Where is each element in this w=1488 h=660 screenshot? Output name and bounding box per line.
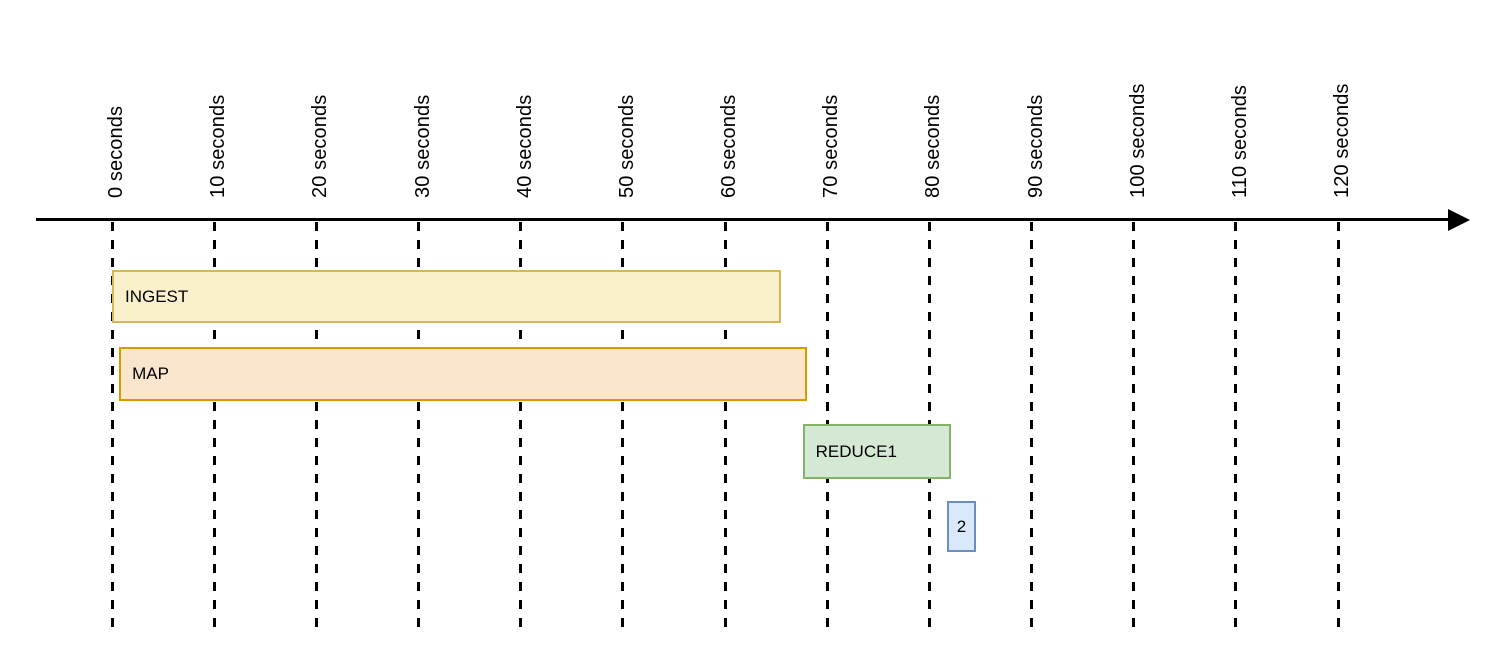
gridline [723, 222, 727, 628]
time-axis-arrow-icon [1448, 208, 1470, 231]
axis-tick-label: 100 seconds [1126, 83, 1149, 198]
task-bar-reduce1[interactable]: REDUCE1 [802, 424, 951, 479]
axis-tick-label: 20 seconds [309, 94, 332, 198]
axis-tick-label: 70 seconds [820, 94, 843, 198]
axis-tick-label: 110 seconds [1228, 84, 1251, 198]
gridline [110, 222, 114, 628]
axis-tick-label: 10 seconds [207, 94, 230, 198]
axis-tick-label: 60 seconds [718, 94, 741, 198]
axis-tick-label: 40 seconds [513, 94, 536, 198]
axis-tick-label: 30 seconds [411, 94, 434, 198]
axis-tick-label: 0 seconds [105, 105, 127, 198]
axis-tick-label: 90 seconds [1024, 94, 1047, 198]
task-bar-label: REDUCE1 [815, 441, 897, 461]
task-bar-ingest[interactable]: INGEST [112, 270, 782, 323]
axis-tick-label: 80 seconds [922, 94, 945, 198]
gridline [1336, 222, 1340, 628]
gridline [1030, 222, 1034, 628]
gridline [314, 222, 318, 628]
gridline [621, 222, 625, 628]
task-bar-label: 2 [956, 516, 967, 536]
gridline [417, 222, 420, 628]
axis-tick-label: 120 seconds [1331, 83, 1354, 198]
task-bar-label: INGEST [125, 286, 189, 306]
axis-tick-label: 50 seconds [615, 94, 638, 198]
gridline [212, 222, 216, 628]
task-bar-2[interactable]: 2 [946, 501, 977, 552]
gridline [1132, 222, 1136, 628]
time-axis-line [36, 218, 1448, 221]
task-bar-label: MAP [132, 364, 169, 383]
task-bar-map[interactable]: MAP [119, 347, 807, 401]
gridline [519, 222, 523, 628]
gridline [1234, 222, 1238, 628]
